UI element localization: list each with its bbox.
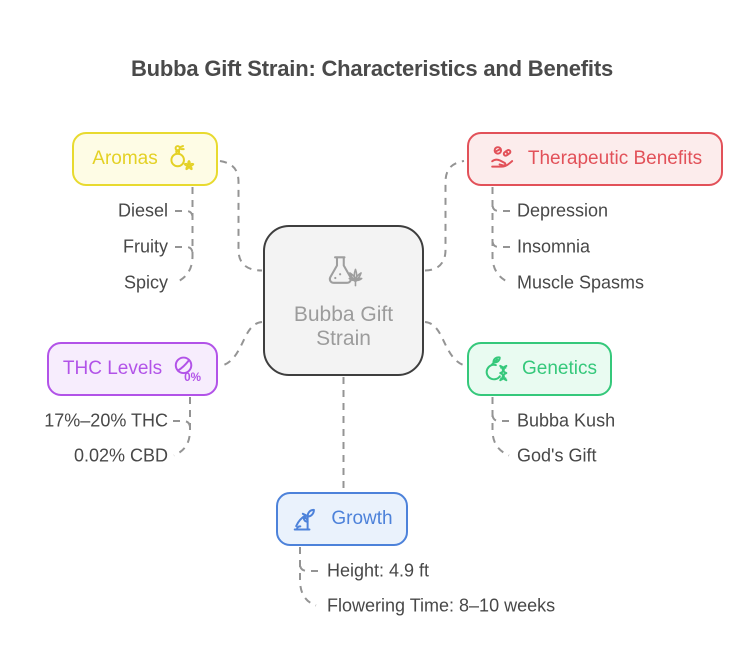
item-therapeutic-insomnia: Insomnia bbox=[517, 236, 591, 257]
flask-cannabis-leaf-icon bbox=[315, 253, 373, 295]
link-therapeutic-depression bbox=[491, 203, 510, 212]
link-therapeutic-insomnia bbox=[491, 239, 510, 248]
item-thc-range: 17%–20% THC bbox=[44, 410, 168, 431]
link-genetics-bubbakush bbox=[491, 413, 509, 422]
center-label-line1: Bubba Gift bbox=[293, 302, 394, 326]
item-aromas-diesel: Diesel bbox=[117, 200, 168, 221]
item-aromas-spicy: Spicy bbox=[123, 272, 168, 293]
branch-node-aromas[interactable]: Aromas bbox=[72, 132, 218, 186]
link-therapeutic-trunk bbox=[491, 187, 510, 284]
item-cbd-level: 0.02% CBD bbox=[73, 445, 168, 466]
branch-label-thc-levels: THC Levels bbox=[62, 358, 163, 379]
branch-label-genetics: Genetics bbox=[522, 358, 597, 379]
item-aromas-fruity: Fruity bbox=[123, 236, 168, 257]
page-title: Bubba Gift Strain: Characteristics and B… bbox=[130, 56, 614, 81]
link-aromas-fruity bbox=[175, 246, 194, 255]
link-growth-height bbox=[299, 563, 318, 572]
sprout-arrow-icon bbox=[291, 504, 323, 534]
connector-center-thc bbox=[218, 321, 263, 368]
item-genetics-gods-gift: God's Gift bbox=[517, 445, 597, 466]
branch-label-therapeutic-benefits: Therapeutic Benefits bbox=[527, 148, 703, 169]
item-genetics-bubba-kush: Bubba Kush bbox=[517, 410, 616, 431]
link-genetics-trunk bbox=[491, 397, 510, 457]
item-growth-height: Height: 4.9 ft bbox=[327, 560, 430, 581]
connector-center-genetics bbox=[424, 321, 469, 368]
connector-aromas-center bbox=[219, 160, 263, 272]
link-aromas-trunk bbox=[175, 187, 194, 284]
svg-text:0%: 0% bbox=[184, 371, 202, 384]
link-aromas-diesel bbox=[175, 210, 194, 219]
branch-node-therapeutic-benefits[interactable]: Therapeutic Benefits bbox=[467, 132, 723, 186]
link-growth-trunk bbox=[299, 547, 317, 607]
perfume-flower-icon bbox=[166, 144, 198, 174]
item-therapeutic-depression: Depression bbox=[517, 200, 609, 221]
branch-label-growth: Growth bbox=[331, 508, 393, 529]
center-label-line2: Strain bbox=[316, 326, 371, 350]
branch-node-thc-levels[interactable]: THC Levels 0% bbox=[47, 342, 218, 396]
link-thc-trunk bbox=[173, 397, 191, 457]
branch-label-aromas: Aromas bbox=[92, 148, 158, 169]
hand-pills-icon bbox=[488, 144, 520, 174]
connector-center-therapeutic bbox=[424, 160, 465, 272]
item-growth-flowering-time: Flowering Time: 8–10 weeks bbox=[327, 595, 556, 616]
fruit-dna-icon bbox=[482, 354, 514, 384]
center-node-label: Bubba Gift Strain bbox=[294, 303, 393, 351]
link-thc-levels bbox=[173, 420, 191, 429]
item-therapeutic-muscle-spasms: Muscle Spasms bbox=[517, 272, 645, 293]
branch-node-genetics[interactable]: Genetics bbox=[467, 342, 612, 396]
center-node-bubba-gift-strain[interactable]: Bubba Gift Strain bbox=[263, 225, 424, 376]
leaf-percent-icon: 0% bbox=[170, 354, 202, 384]
branch-node-growth[interactable]: Growth bbox=[276, 492, 408, 546]
